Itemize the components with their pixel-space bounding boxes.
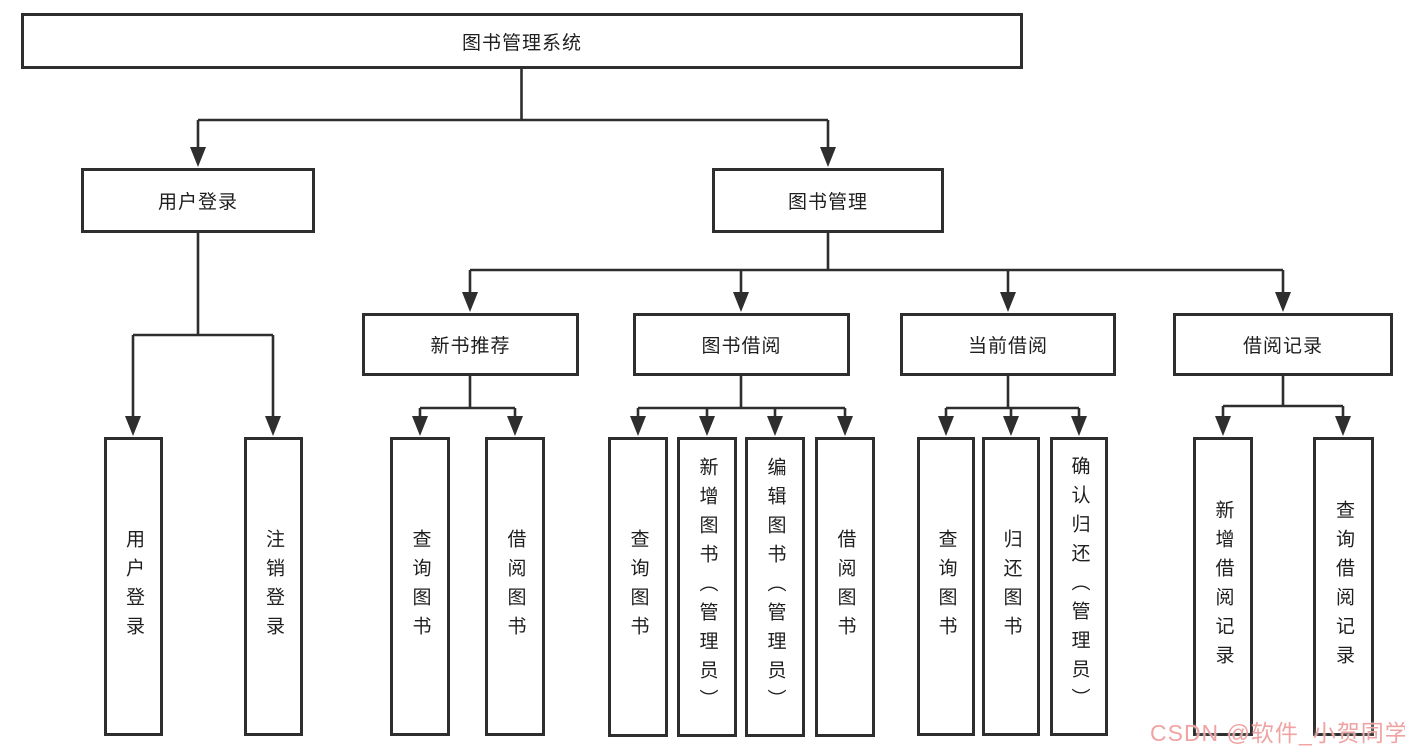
leaf-user-login-label: 用户登录 bbox=[123, 528, 144, 645]
leaf-records-add-label: 新增借阅记录 bbox=[1212, 499, 1234, 674]
node-new-book-recommendation: 新书推荐 bbox=[362, 313, 579, 376]
leaf-borrow-borrow: 借阅图书 bbox=[815, 437, 875, 737]
leaf-borrow-edit: 编辑图书（管理员） bbox=[745, 437, 805, 737]
leaf-user-login: 用户登录 bbox=[104, 437, 163, 736]
leaf-borrow-add: 新增图书（管理员） bbox=[677, 437, 737, 737]
leaf-current-confirm-return-label: 确认归还（管理员） bbox=[1068, 456, 1090, 717]
leaf-logout: 注销登录 bbox=[244, 437, 303, 736]
node-book-management-label: 图书管理 bbox=[787, 192, 868, 213]
leaf-current-confirm-return: 确认归还（管理员） bbox=[1050, 437, 1108, 736]
leaf-current-query-label: 查询图书 bbox=[935, 528, 957, 645]
node-root-label: 图书管理系统 bbox=[461, 32, 582, 54]
leaf-borrow-query: 查询图书 bbox=[608, 437, 668, 737]
node-current-borrowing-label: 当前借阅 bbox=[967, 336, 1048, 357]
leaf-current-query: 查询图书 bbox=[917, 437, 975, 736]
leaf-borrow-edit-label: 编辑图书（管理员） bbox=[764, 456, 786, 718]
node-book-borrowing-label: 图书借阅 bbox=[701, 336, 782, 357]
leaf-newbook-query: 查询图书 bbox=[390, 437, 450, 736]
leaf-borrow-query-label: 查询图书 bbox=[627, 529, 649, 645]
node-user-login: 用户登录 bbox=[81, 168, 315, 233]
node-book-management: 图书管理 bbox=[712, 168, 944, 233]
leaf-records-add: 新增借阅记录 bbox=[1193, 437, 1253, 736]
leaf-newbook-query-label: 查询图书 bbox=[409, 528, 431, 645]
leaf-current-return-label: 归还图书 bbox=[1000, 528, 1022, 645]
leaf-borrow-borrow-label: 借阅图书 bbox=[834, 529, 856, 645]
leaf-records-query: 查询借阅记录 bbox=[1313, 437, 1374, 736]
leaf-newbook-borrow: 借阅图书 bbox=[485, 437, 545, 736]
node-current-borrowing: 当前借阅 bbox=[900, 313, 1116, 376]
leaf-records-query-label: 查询借阅记录 bbox=[1333, 499, 1354, 674]
node-user-login-label: 用户登录 bbox=[157, 192, 238, 213]
node-book-borrowing: 图书借阅 bbox=[633, 313, 850, 376]
leaf-borrow-add-label: 新增图书（管理员） bbox=[696, 456, 718, 718]
leaf-logout-label: 注销登录 bbox=[263, 528, 284, 645]
node-borrowing-records-label: 借阅记录 bbox=[1242, 336, 1323, 357]
node-root: 图书管理系统 bbox=[21, 13, 1023, 69]
watermark: CSDN @软件_小贺同学 bbox=[1150, 720, 1405, 746]
leaf-current-return: 归还图书 bbox=[982, 437, 1040, 736]
node-borrowing-records: 借阅记录 bbox=[1173, 313, 1393, 376]
node-new-book-recommendation-label: 新书推荐 bbox=[430, 336, 511, 357]
leaf-newbook-borrow-label: 借阅图书 bbox=[504, 528, 526, 645]
